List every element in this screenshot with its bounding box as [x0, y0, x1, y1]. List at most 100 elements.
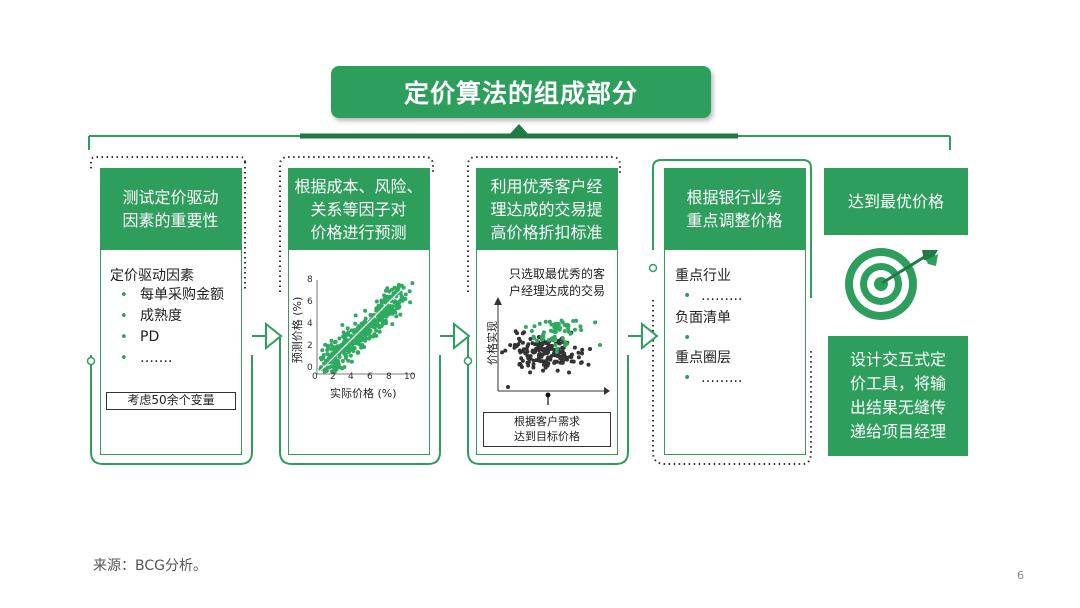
- section-label: 重点圈层: [675, 350, 731, 366]
- scatter-point: [397, 299, 402, 304]
- scatter-point: [365, 330, 370, 335]
- scatter-point: [408, 300, 413, 305]
- scatter-point: [559, 359, 564, 364]
- scatter-point: [512, 345, 517, 350]
- scatter-point: [549, 322, 554, 327]
- scatter-point: [332, 366, 337, 371]
- scatter-point: [539, 346, 544, 351]
- arrow-icon: [453, 322, 471, 350]
- scatter-point: [351, 340, 356, 345]
- scatter-point: [333, 339, 338, 344]
- scatter-point: [530, 341, 535, 346]
- scatter-point: [578, 324, 583, 329]
- scatter-point: [529, 329, 534, 333]
- col1-header: 测试定价驱动 因素的重要性: [100, 168, 241, 250]
- trend-line: [318, 289, 402, 373]
- scatter-point: [580, 351, 584, 356]
- scatter-point: [323, 358, 328, 363]
- scatter-point: [383, 288, 388, 293]
- scatter-point: [525, 349, 530, 354]
- scatter-point: [393, 310, 398, 315]
- scatter-point: [515, 331, 519, 336]
- scatter-point: [379, 316, 384, 321]
- scatter-point: [359, 345, 364, 350]
- scatter-point: [384, 321, 388, 326]
- bullet-icon: •: [120, 309, 128, 324]
- caption-line: 只选取最优秀的客: [509, 267, 606, 281]
- tool-box-line: 递给项目经理: [849, 422, 946, 441]
- scatter-point: [572, 327, 577, 332]
- bullet-icon: •: [120, 330, 128, 345]
- scatter-point: [358, 336, 362, 341]
- scatter-point: [360, 330, 365, 335]
- tool-box-line: 出结果无缝传: [849, 398, 946, 417]
- col2-header-line: 根据成本、风险、: [294, 176, 423, 196]
- scatter-point: [562, 329, 567, 334]
- scatter-point: [545, 351, 549, 356]
- scatter-point: [398, 312, 403, 317]
- list-item: •成熟度: [120, 306, 224, 327]
- bullet-icon: •: [120, 288, 128, 303]
- list-item: •……...: [683, 288, 743, 304]
- scatter-point: [353, 321, 358, 326]
- col2-header-line: 关系等因子对: [310, 199, 407, 219]
- scatter-point: [379, 324, 384, 329]
- scatter-point: [531, 358, 536, 363]
- y-tick-label: 6: [307, 297, 313, 307]
- scatter-point: [363, 316, 368, 321]
- list-item: •……...: [683, 370, 743, 386]
- y-tick-label: 4: [307, 319, 313, 329]
- scatter-point: [340, 359, 345, 363]
- scatter-point: [387, 289, 392, 294]
- scatter-point: [375, 308, 380, 313]
- x-tick-label: 6: [367, 372, 373, 382]
- scatter-point: [543, 347, 548, 351]
- tool-box-line: 设计交互式定: [849, 350, 946, 369]
- scatter-point: [528, 337, 533, 341]
- scatter-point: [407, 289, 412, 294]
- scatter-point: [598, 343, 602, 347]
- col4-header: 根据银行业务 重点调整价格: [664, 168, 805, 250]
- scatter-point: [520, 340, 525, 345]
- col1-note: 考虑50余个变量: [106, 392, 236, 410]
- scatter-point: [541, 330, 546, 335]
- scatter-point: [548, 328, 553, 333]
- scatter-point: [546, 355, 551, 360]
- col4-header-line: 重点调整价格: [686, 211, 783, 230]
- scatter-point: [325, 348, 330, 352]
- y-tick-label: 2: [307, 341, 313, 351]
- scatter-point: [399, 283, 404, 288]
- scatter-point: [517, 348, 522, 353]
- scatter-point: [352, 346, 357, 351]
- scatter-point: [342, 365, 347, 370]
- scatter-point: [541, 368, 545, 373]
- scatter-point: [394, 306, 399, 311]
- scatter-point: [396, 285, 401, 290]
- scatter-point: [579, 328, 584, 332]
- scatter-point: [520, 331, 525, 336]
- scatter-point: [528, 356, 533, 361]
- scatter-point: [348, 353, 353, 358]
- scatter-point: [540, 342, 545, 347]
- c2-ylabel: 价格实现: [486, 321, 499, 365]
- list-item: •…….: [120, 348, 224, 369]
- scatter-point: [532, 336, 537, 341]
- scatter-point: [400, 298, 405, 303]
- col3-header-line: 利用优秀客户经: [490, 176, 603, 196]
- scatter-point: [568, 354, 572, 359]
- scatter-point: [343, 332, 348, 337]
- scatter-point: [566, 329, 571, 334]
- scatter-point: [332, 350, 337, 354]
- note-line: 达到目标价格: [514, 430, 580, 443]
- goal-box: 达到最优价格: [824, 168, 968, 235]
- scatter-point: [506, 385, 510, 389]
- scatter-point: [340, 323, 345, 327]
- scatter-point: [390, 306, 395, 311]
- scatter-point: [562, 354, 567, 359]
- scatter-point: [341, 340, 346, 345]
- scatter-point: [366, 324, 371, 329]
- bullet-icon: •: [683, 330, 692, 346]
- scatter-point: [571, 319, 576, 323]
- list-item: •: [683, 328, 742, 348]
- y-tick-label: 8: [307, 275, 313, 285]
